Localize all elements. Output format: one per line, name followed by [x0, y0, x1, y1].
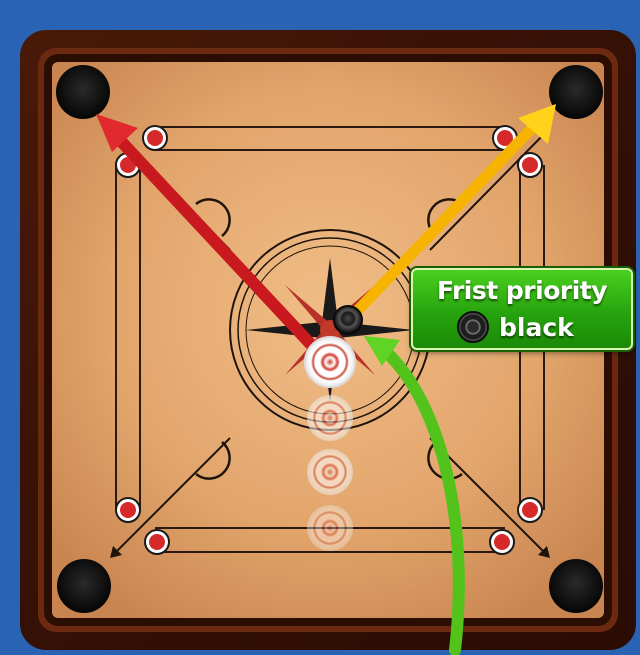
callout-row: black: [457, 310, 574, 344]
pocket-top-right: [549, 65, 603, 119]
striker-trail: [307, 395, 353, 551]
priority-callout: Frist priority black: [411, 268, 633, 350]
black-coin[interactable]: [334, 306, 362, 334]
callout-label: black: [499, 313, 574, 342]
callout-title: Frist priority: [413, 276, 631, 305]
pocket-bottom-right: [549, 559, 603, 613]
black-coin-icon: [457, 311, 489, 343]
pocket-bottom-left: [57, 559, 111, 613]
pocket-top-left: [56, 65, 110, 119]
striker[interactable]: [305, 337, 355, 387]
